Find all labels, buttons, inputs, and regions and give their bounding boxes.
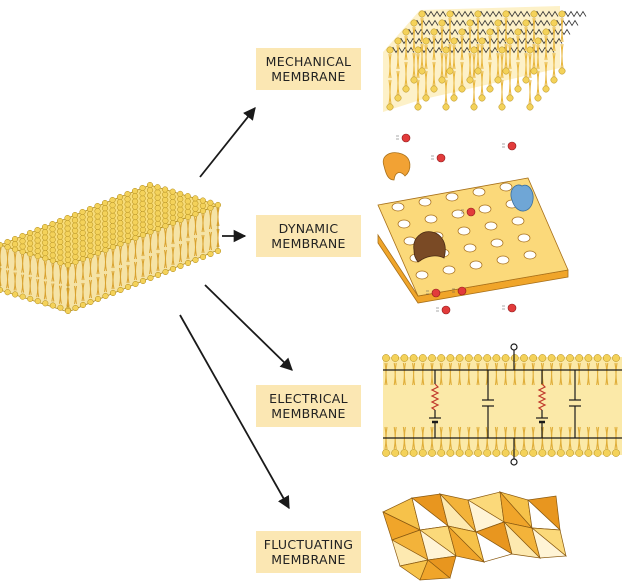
perforated-sheet-icon [377, 133, 569, 315]
source-bilayer-block [0, 181, 222, 315]
arrow-to-mechanical [199, 107, 256, 178]
label-electrical-line1: ELECTRICAL [269, 391, 348, 406]
label-mechanical: MECHANICAL MEMBRANE [256, 48, 361, 90]
arrows [179, 107, 293, 510]
arrow-to-fluctuating [179, 314, 290, 510]
label-fluctuating-line2: MEMBRANE [271, 552, 346, 567]
label-dynamic-line1: DYNAMIC [278, 221, 339, 236]
label-electrical-line2: MEMBRANE [271, 406, 346, 421]
label-mechanical-line2: MEMBRANE [271, 69, 346, 84]
triangulated-surface-icon [382, 490, 567, 581]
label-mechanical-line1: MECHANICAL [265, 54, 352, 69]
orange-protein [382, 152, 411, 181]
label-fluctuating-line1: FLUCTUATING [263, 537, 354, 552]
label-dynamic-line2: MEMBRANE [271, 236, 346, 251]
label-fluctuating: FLUCTUATING MEMBRANE [256, 531, 361, 573]
label-electrical: ELECTRICAL MEMBRANE [256, 385, 361, 427]
brown-protein [413, 231, 446, 263]
blue-protein [510, 184, 534, 212]
arrow-to-electrical [204, 284, 293, 371]
label-dynamic: DYNAMIC MEMBRANE [256, 215, 361, 257]
circuit-bilayer-icon [382, 343, 622, 466]
spring-linked-bilayer-icon [383, 6, 587, 112]
